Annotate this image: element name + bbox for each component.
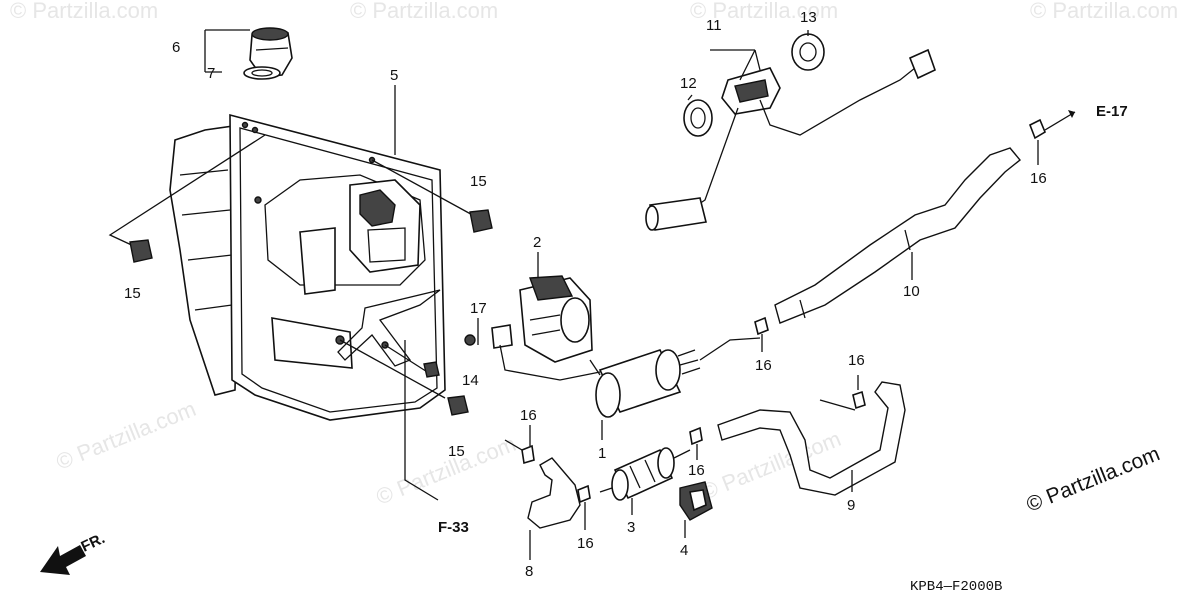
- callout-17: 17: [470, 300, 487, 317]
- nut: [129, 239, 153, 263]
- callout-15: 15: [470, 173, 487, 190]
- nut: [423, 361, 440, 378]
- callout-3: 3: [627, 519, 635, 536]
- callout-10: 10: [903, 283, 920, 300]
- callout-15: 15: [448, 443, 465, 460]
- filter-holder: [679, 481, 713, 521]
- watermark: © Partzilla.com: [10, 0, 158, 23]
- hose-clamp: [689, 426, 703, 446]
- front-direction-arrow: FR.: [40, 530, 108, 575]
- callout-8: 8: [525, 563, 533, 580]
- fuel-hose-9: [717, 381, 906, 496]
- hose-clamp: [577, 484, 591, 504]
- callout-7: 7: [207, 65, 215, 82]
- watermark: © Partzilla.com: [53, 396, 200, 475]
- callout-2: 2: [533, 234, 541, 251]
- callout-6: 6: [172, 39, 180, 56]
- callout-16: 16: [848, 352, 865, 369]
- callout-16: 16: [755, 357, 772, 374]
- copyright-watermark: © Partzilla.com: [1023, 442, 1163, 516]
- callout-15: 15: [124, 285, 141, 302]
- fuel-hose-10: [774, 147, 1021, 324]
- callout-11: 11: [706, 17, 722, 34]
- callout-16: 16: [688, 462, 705, 479]
- fuel-filler-cap: [243, 27, 293, 80]
- callout-9: 9: [847, 497, 855, 514]
- reference-f33: F-33: [438, 519, 469, 536]
- callout-4: 4: [680, 542, 688, 559]
- callout-16: 16: [577, 535, 594, 552]
- connector: [491, 324, 513, 349]
- watermark: © Partzilla.com: [373, 431, 520, 510]
- callout-12: 12: [680, 75, 697, 92]
- watermark: © Partzilla.com: [690, 0, 838, 23]
- fuel-pump-unit: [645, 33, 936, 231]
- callout-13: 13: [800, 9, 817, 26]
- callout-5: 5: [390, 67, 398, 84]
- fuel-hose-8: [527, 457, 581, 529]
- hose-clamp: [852, 390, 866, 410]
- hose-clamp: [1028, 118, 1047, 140]
- fuel-tank: [169, 113, 446, 421]
- callout-1: 1: [598, 445, 606, 462]
- nut: [447, 395, 469, 416]
- callout-14: 14: [462, 372, 479, 389]
- hose-clamp: [521, 444, 535, 465]
- arrow-e17: [1068, 110, 1075, 118]
- diagram-code: KPB4—F2000B: [910, 579, 1002, 595]
- relay-bracket: [519, 275, 593, 363]
- watermark: © Partzilla.com: [350, 0, 498, 23]
- callout-16: 16: [1030, 170, 1047, 187]
- hose-clamp: [754, 316, 769, 336]
- reference-e17: E-17: [1096, 103, 1128, 120]
- fuel-pump: [589, 349, 701, 418]
- direction-label: FR.: [79, 530, 108, 556]
- watermark: © Partzilla.com: [1030, 0, 1178, 23]
- callout-16: 16: [520, 407, 537, 424]
- fuel-filter: [599, 447, 691, 501]
- nut: [469, 209, 493, 233]
